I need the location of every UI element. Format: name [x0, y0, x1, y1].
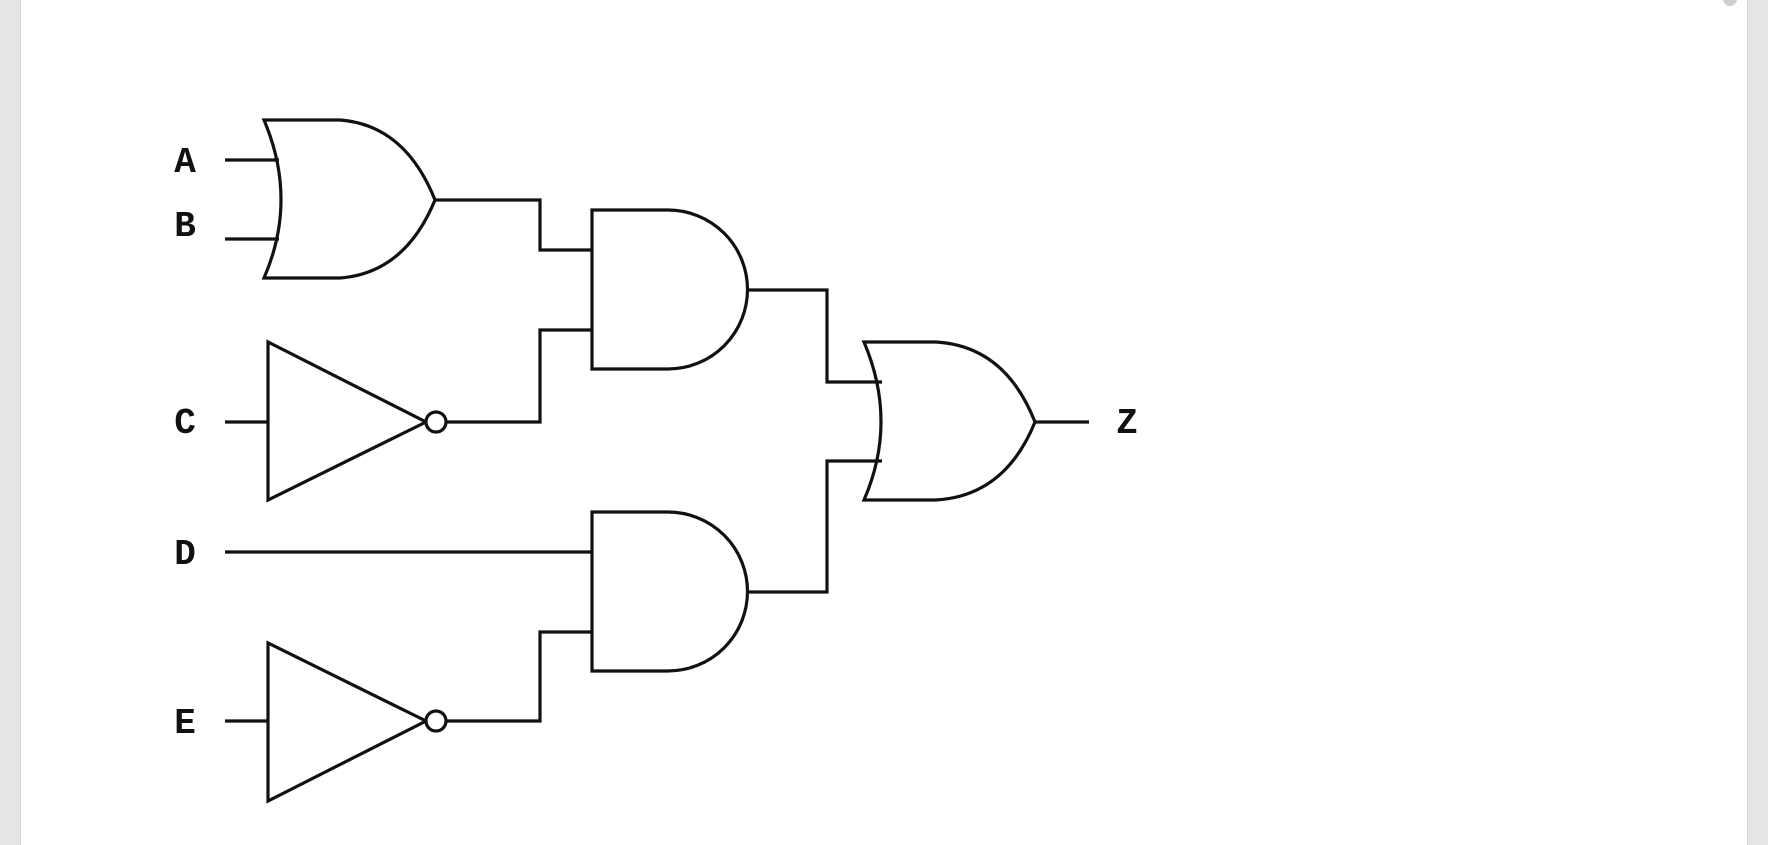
diagram-canvas	[20, 0, 1748, 845]
wire-not-c-to-and-top	[446, 328, 592, 424]
not-gate-c	[266, 339, 430, 503]
not-gate-c-bubble	[424, 410, 448, 434]
wire-and-top-to-or	[747, 288, 882, 384]
not-gate-e	[266, 640, 430, 804]
not-gate-e-bubble	[424, 709, 448, 733]
corner-indicator	[1723, 0, 1737, 6]
input-label-b: B	[174, 206, 196, 247]
wire-and-bottom-to-or	[747, 459, 882, 594]
wire-not-e-to-and-bottom	[446, 630, 592, 723]
output-label-z: Z	[1116, 403, 1138, 444]
input-label-d: D	[174, 534, 196, 575]
input-label-c: C	[174, 403, 196, 444]
or-gate-ab	[261, 118, 437, 280]
input-label-a: A	[174, 142, 196, 183]
input-label-e: E	[174, 703, 196, 744]
and-gate-top	[590, 208, 750, 371]
wire-or-to-and-top	[435, 198, 592, 252]
or-gate-final	[861, 340, 1037, 502]
and-gate-bottom	[590, 510, 750, 673]
